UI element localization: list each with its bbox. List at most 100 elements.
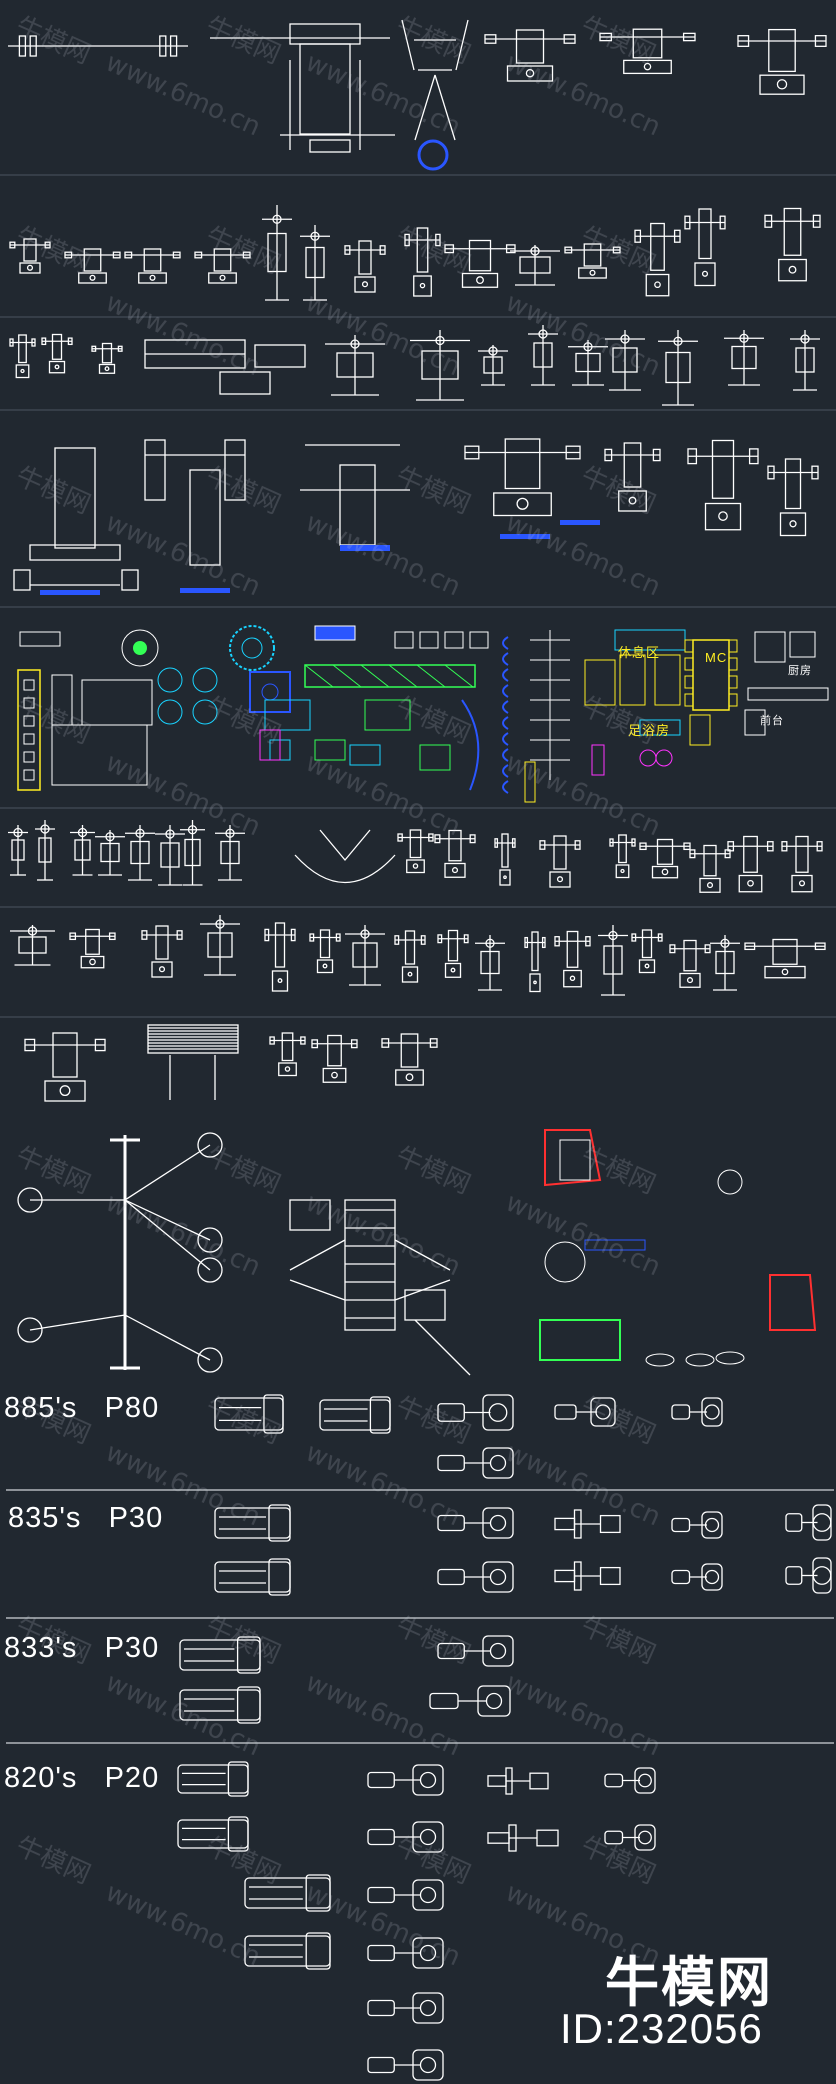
strength-machine-icon [9,238,51,274]
model-id: ID:232056 [560,2005,763,2052]
bike-top-icon [671,1397,723,1427]
caption-bar [340,545,390,551]
gym-station-icon [727,835,774,893]
cardio-machine-icon [180,820,205,886]
crossover-station-icon [17,1132,223,1373]
bike-top-icon [437,1507,514,1539]
gym-station-icon [609,834,636,879]
bike-top-icon [554,1397,616,1427]
compact-machine-icon [478,345,508,386]
red-stand-icon [769,1274,817,1331]
bike-top-icon [785,1557,832,1594]
elliptical-top-icon [554,1561,621,1591]
chest-press-icon [484,29,576,82]
strength-machine-icon [764,207,821,282]
dumbbell-rack-icon [144,339,306,395]
caption-bar [560,520,600,525]
compact-machine-icon [325,335,385,396]
bike-top-icon [367,1879,444,1911]
plan-label-front-desk: 前台 [760,715,784,727]
treadmill-icon [177,1816,249,1852]
weight-machine-icon [264,922,296,992]
arc-trainer-icon [294,829,396,884]
series-label-835: 835's P30 [8,1502,164,1534]
bike-top-icon [437,1447,514,1479]
series-label-885: 885's P80 [4,1392,160,1424]
handle-icon [685,1353,715,1367]
bike-top-icon [604,1767,656,1794]
strength-machine-icon [404,227,441,297]
cardio-machine-icon [155,825,185,886]
bike-top-icon [367,2049,444,2081]
strength-machine-icon [194,248,251,284]
weight-machine-icon [10,925,55,966]
bike-top-icon [671,1563,723,1591]
red-machine-icon [544,1129,602,1187]
brand-logo-text: 牛模网 [605,1951,773,2014]
plan-label-kitchen: 厨房 [788,665,812,677]
leg-press-icon [147,1024,239,1100]
olympic-bar-icon [8,35,188,57]
gym-station-icon [639,838,691,879]
upright-machine-icon [262,205,292,301]
bike-top-icon [785,1504,832,1541]
rack-icon [9,334,36,379]
treadmill-icon [214,1504,291,1542]
upright-machine-icon [300,225,330,301]
weight-machine-icon [524,931,546,993]
seated-press-icon [464,438,581,517]
treadmill-icon [177,1761,249,1797]
section-dividers [0,174,836,1744]
strength-machine-icon [564,243,621,279]
weight-machine-icon [309,929,341,974]
bike-top-icon [671,1511,723,1539]
elliptical-top-icon [487,1767,549,1795]
bike-top-icon [437,1561,514,1593]
weight-machine-icon [345,925,385,986]
weight-machine-icon [475,935,505,991]
strength-machine-icon [684,208,726,287]
weight-machine-icon [631,929,663,974]
user-figure-icon [417,139,449,171]
incline-bench-icon [687,439,759,531]
treadmill-icon [244,1874,331,1912]
abductor-icon [311,1034,358,1083]
cardio-machine-icon [70,825,95,876]
weight-machine-icon [437,929,469,978]
bike-top-icon [367,1764,444,1796]
bike-top-icon [437,1394,514,1431]
treadmill-icon [244,1932,331,1970]
flat-bench-icon [300,444,410,546]
decline-bench-icon [144,439,246,566]
compact-machine-icon [658,330,698,406]
bike-icon [544,1241,586,1283]
green-machine-icon [539,1319,621,1361]
ball-icon [717,1169,743,1195]
bike-top-icon [367,1937,444,1969]
cardio-machine-icon [95,830,125,876]
pulldown-icon [767,458,819,537]
bike-top-icon [437,1635,514,1667]
weight-machine-icon [744,938,826,979]
smith-machine-icon [599,28,696,75]
gym-station-icon [781,835,823,893]
weight-machine-icon [669,939,711,988]
multi-station-icon [289,1199,471,1376]
rotary-torso-icon [381,1033,438,1086]
compact-machine-icon [790,330,820,391]
bike-top-icon [604,1824,656,1851]
series-label-833: 833's P30 [4,1632,160,1664]
leg-curl-icon [604,442,661,512]
cardio-machine-icon [125,825,155,881]
cardio-machine-icon [8,825,28,876]
caption-box [584,1239,646,1251]
compact-machine-icon [410,330,470,401]
gym-floor-plan [17,625,829,803]
elliptical-top-icon [487,1824,559,1852]
cable-crossover-icon [401,19,469,141]
upright-machine-icon [510,245,560,286]
bike-top-icon [367,1821,444,1853]
cardio-machine-icon [35,820,55,881]
plan-label-mc: MC [705,650,728,665]
handle-icon [645,1353,675,1367]
